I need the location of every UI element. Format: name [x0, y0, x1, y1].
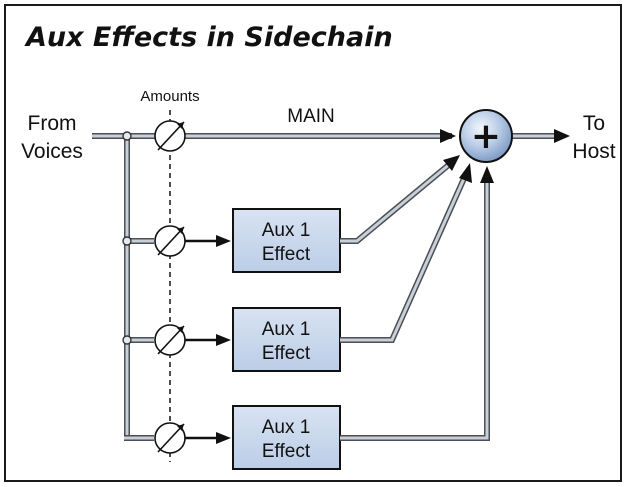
return-line-aux-2 [340, 163, 472, 343]
aux-effect-box: Aux 1 Effect [232, 405, 341, 470]
aux-effect-label-line1: Aux 1 [262, 319, 311, 340]
arrow-to-aux-2 [185, 334, 231, 346]
attenuator-aux-1 [154, 225, 186, 257]
input-bus [124, 133, 154, 441]
aux-effect-label-line1: Aux 1 [262, 220, 311, 241]
junction-dot [122, 236, 132, 246]
junction-dot [122, 335, 132, 345]
diagram-title: Aux Effects in Sidechain [24, 22, 393, 53]
from-label-line1: From [28, 112, 77, 135]
from-label-line2: Voices [21, 140, 83, 163]
junction-dot [122, 131, 132, 141]
summing-junction: + [459, 109, 513, 163]
aux-effect-box: Aux 1 Effect [232, 208, 341, 273]
attenuator-main [154, 120, 186, 152]
aux-effect-label-line2: Effect [262, 343, 311, 364]
amounts-label: Amounts [140, 88, 199, 105]
output-line [512, 129, 570, 143]
attenuator-aux-3 [154, 422, 186, 454]
arrow-to-aux-3 [185, 432, 231, 444]
arrow-to-aux-1 [185, 235, 231, 247]
aux-effect-box: Aux 1 Effect [232, 307, 341, 372]
main-label: MAIN [287, 106, 335, 127]
return-line-aux-3 [340, 166, 494, 441]
aux-effect-label-line1: Aux 1 [262, 417, 311, 438]
main-arrowhead [440, 129, 456, 143]
to-label-line2: Host [572, 140, 615, 163]
aux-effect-label-line2: Effect [262, 244, 311, 265]
attenuator-aux-2 [154, 324, 186, 356]
plus-icon: + [471, 116, 501, 157]
return-line-aux-1 [340, 155, 460, 244]
aux-effect-label-line2: Effect [262, 441, 311, 462]
to-label-line1: To [583, 112, 605, 135]
